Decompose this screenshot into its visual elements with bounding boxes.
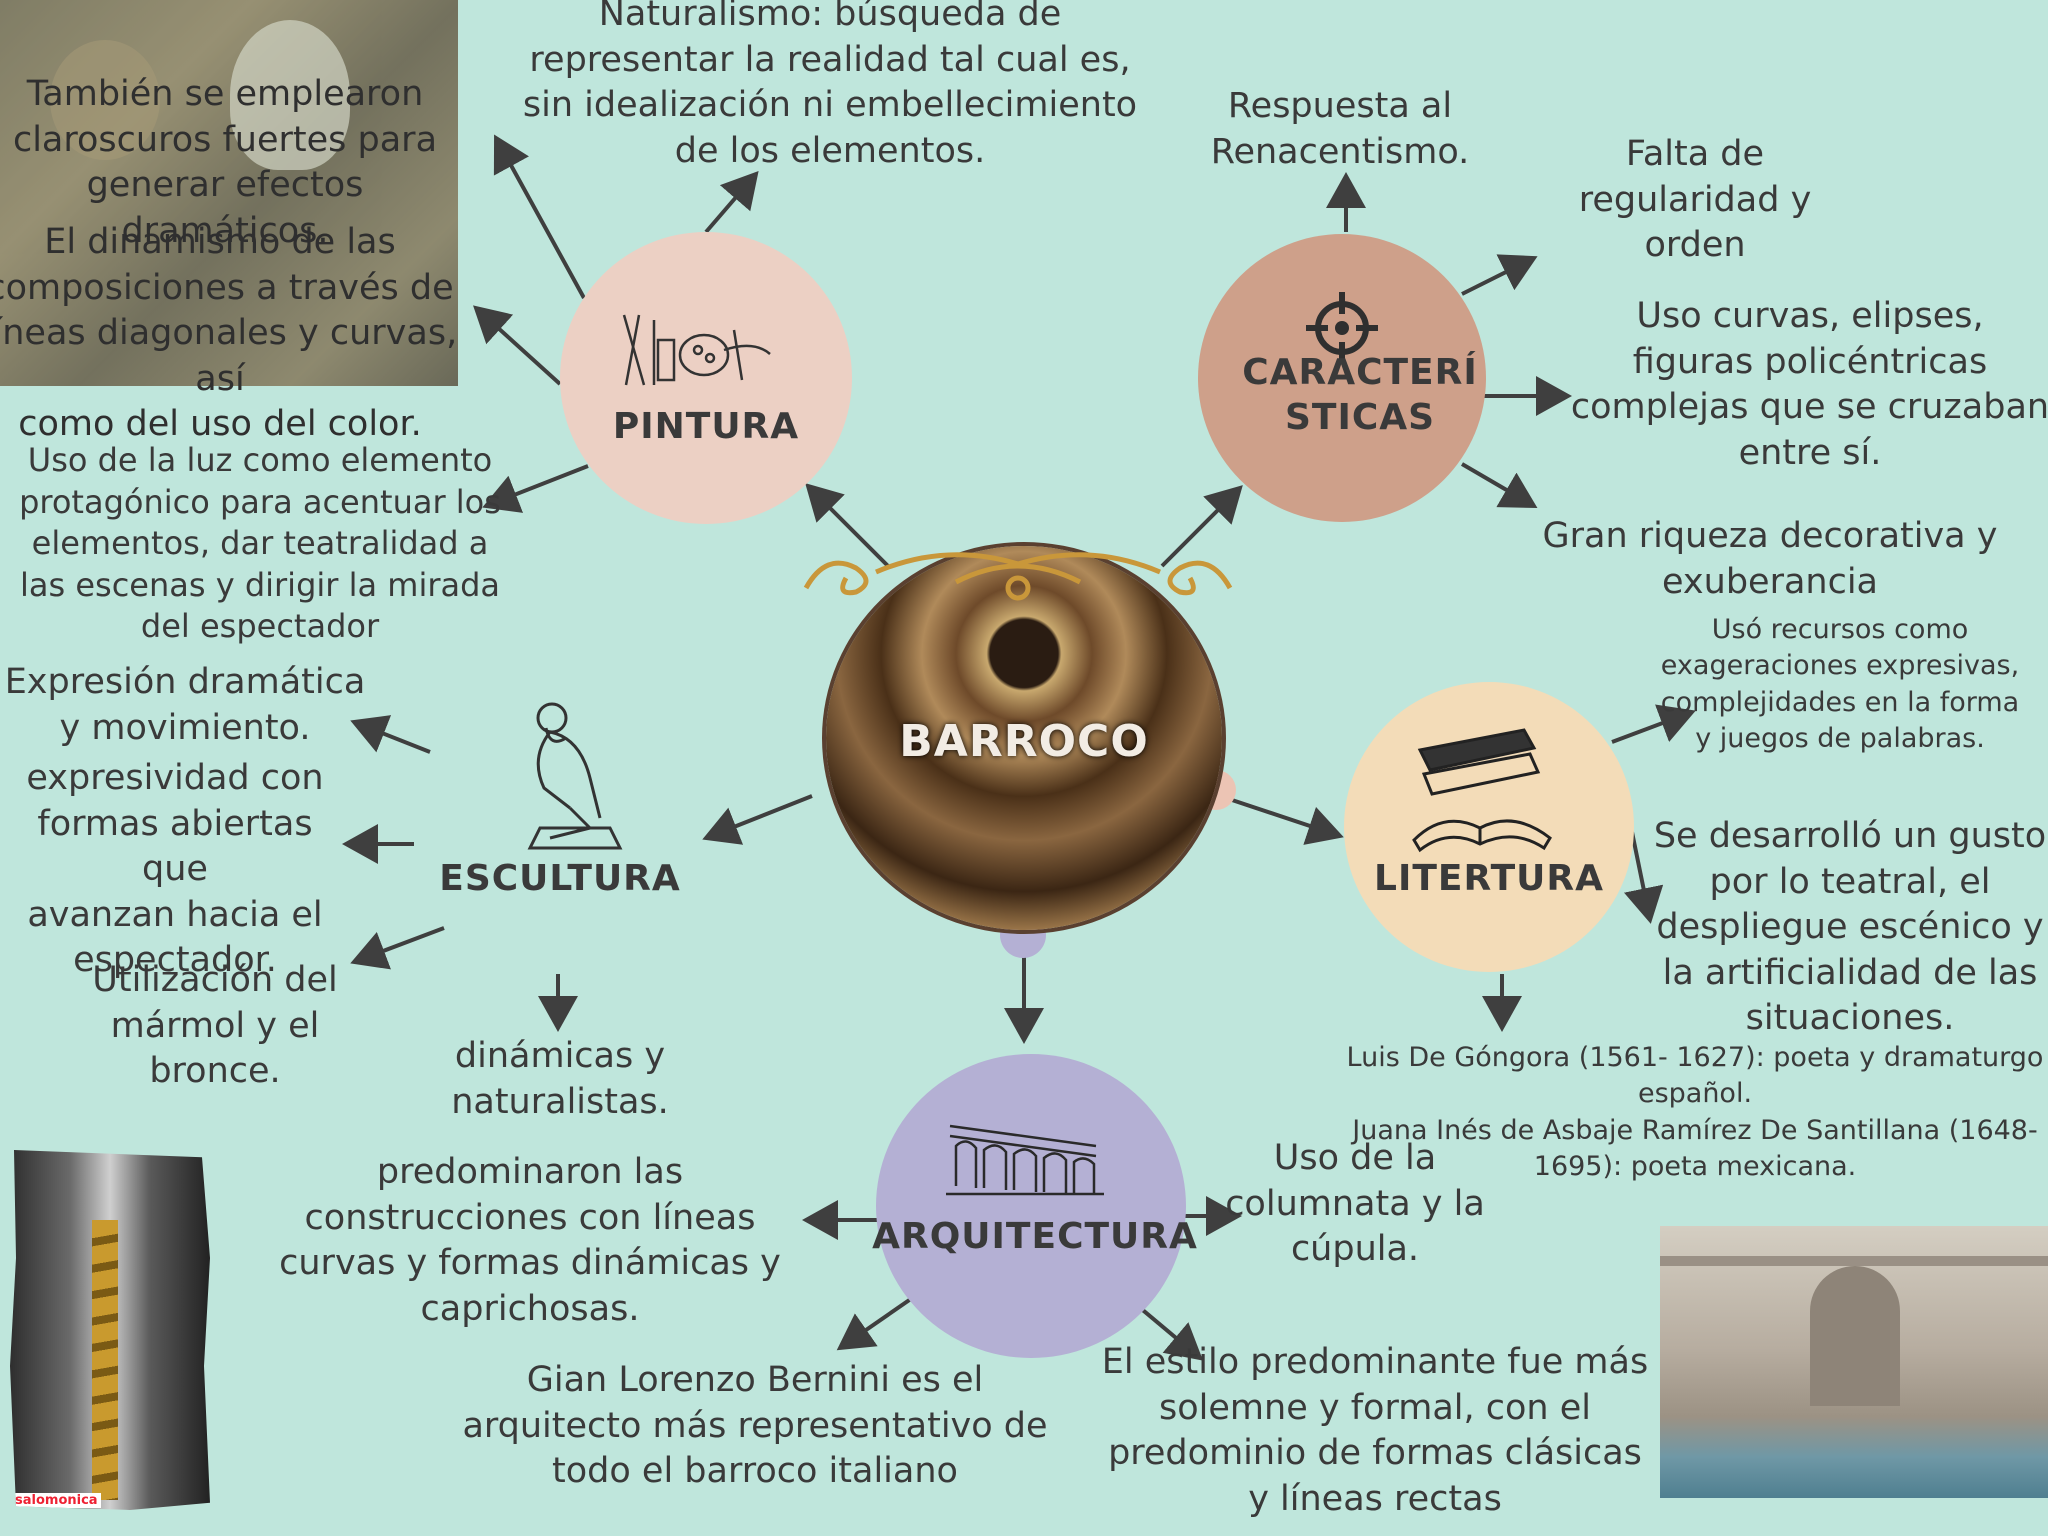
arquitectura-label: ARQUITECTURA bbox=[872, 1216, 1198, 1257]
literatura-label: LITERTURA bbox=[1374, 858, 1604, 899]
books-icon bbox=[1412, 728, 1552, 853]
caracteristicas-note-respuesta: Respuesta al Renacentismo. bbox=[1210, 86, 1470, 172]
literatura-note-recursos: Usó recursos como exageraciones expresiv… bbox=[1660, 614, 2020, 755]
thinker-statue-icon bbox=[527, 702, 623, 850]
arquitectura-note-estilo: El estilo predominante fue más solemne y… bbox=[1101, 1342, 1649, 1519]
arquitectura-note-construcciones: predominaron las construcciones con líne… bbox=[279, 1152, 781, 1329]
literatura-note-autores: Luis De Góngora (1561- 1627): poeta y dr… bbox=[1346, 1042, 2044, 1183]
caracteristicas-node[interactable] bbox=[1198, 234, 1486, 522]
crosshair-icon bbox=[1306, 292, 1378, 364]
pintura-label: PINTURA bbox=[612, 406, 800, 447]
arquitectura-note-bernini: Gian Lorenzo Bernini es el arquitecto má… bbox=[462, 1360, 1048, 1491]
escultura-note-expresion: Expresión dramática y movimiento. bbox=[4, 662, 366, 748]
salomonica-column-photo: salomonica bbox=[10, 1150, 210, 1510]
arquitectura-note-columnata: Uso de la columnata y la cúpula. bbox=[1225, 1138, 1485, 1269]
escultura-label: ESCULTURA bbox=[439, 858, 681, 899]
escultura-note-dinamicas: dinámicas y naturalistas. bbox=[451, 1036, 669, 1122]
literatura-note-teatral: Se desarrolló un gusto por lo teatral, e… bbox=[1653, 816, 2047, 1038]
gold-ornament bbox=[803, 552, 1233, 601]
barroco-label: BARROCO bbox=[899, 716, 1149, 767]
trevi-fountain-photo bbox=[1660, 1226, 2048, 1498]
photo-caption: salomonica bbox=[12, 1493, 101, 1508]
pintura-note-naturalismo: Naturalismo: búsqueda de representar la … bbox=[522, 0, 1138, 171]
caracteristicas-note-regularidad: Falta de regularidad y orden bbox=[1578, 134, 1812, 265]
escultura-note-marmol: Utilización del mármol y el bronce. bbox=[92, 960, 338, 1091]
escultura-note-expresividad: expresividad con formas abiertas que ava… bbox=[26, 758, 324, 980]
pintura-note-dinamismo: El dinamismo de las composiciones a trav… bbox=[0, 222, 458, 444]
paint-tools-icon bbox=[622, 314, 771, 386]
caracteristicas-note-riqueza: Gran riqueza decorativa y exuberancia bbox=[1542, 516, 1998, 602]
pintura-note-luz: Uso de la luz como elemento protagónico … bbox=[19, 441, 501, 646]
aqueduct-icon bbox=[946, 1124, 1104, 1196]
arquitectura-node[interactable] bbox=[876, 1054, 1186, 1358]
caracteristicas-label: CARACTERÍ STICAS bbox=[1242, 352, 1478, 438]
painting-photo bbox=[0, 0, 458, 386]
barroco-center-node[interactable] bbox=[826, 546, 1222, 930]
caracteristicas-note-curvas: Uso curvas, elipses, figuras policéntric… bbox=[1570, 296, 2048, 473]
pintura-note-claroscuros: También se emplearon claroscuros fuertes… bbox=[12, 74, 438, 251]
pintura-node[interactable] bbox=[560, 232, 852, 524]
